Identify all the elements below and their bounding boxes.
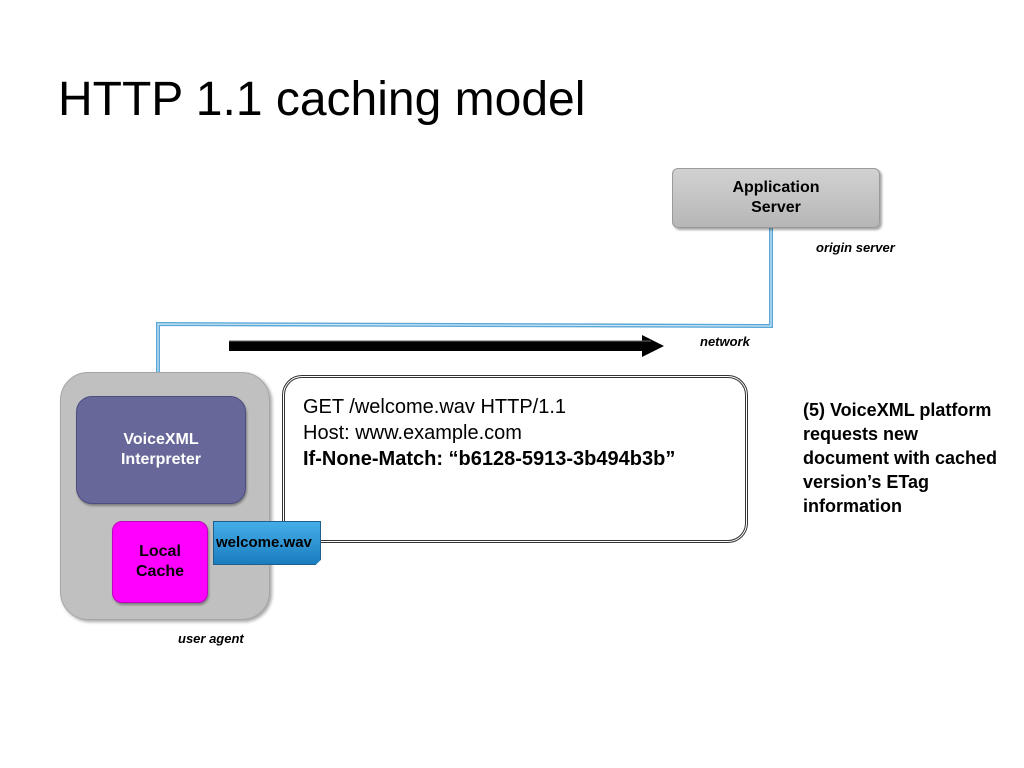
local-cache-box: Local Cache bbox=[112, 521, 208, 603]
origin-server-label: origin server bbox=[816, 240, 895, 255]
right-arrow-icon bbox=[229, 335, 664, 357]
if-none-match-header-line: If-None-Match: “b6128-5913-3b494b3b” bbox=[303, 448, 676, 470]
voicexml-interpreter-box: VoiceXML Interpreter bbox=[76, 396, 246, 504]
network-wire bbox=[156, 228, 773, 378]
http-request-box: GET /welcome.wav HTTP/1.1 Host: www.exam… bbox=[282, 375, 748, 543]
welcome-wav-file-tag: welcome.wav bbox=[213, 521, 321, 565]
network-label: network bbox=[700, 334, 750, 349]
host-header-line: Host: www.example.com bbox=[303, 422, 522, 444]
step-note: (5) VoiceXML platform requests new docum… bbox=[803, 400, 998, 516]
application-server-label: Application Server bbox=[732, 179, 820, 216]
user-agent-label: user agent bbox=[178, 631, 244, 646]
interpreter-label: VoiceXML Interpreter bbox=[120, 431, 202, 468]
slide-title: HTTP 1.1 caching model bbox=[58, 73, 586, 126]
request-line: GET /welcome.wav HTTP/1.1 bbox=[303, 396, 567, 418]
network-wire-highlight bbox=[157, 228, 772, 378]
application-server-box: Application Server bbox=[672, 168, 880, 228]
local-cache-label: Local Cache bbox=[135, 543, 185, 580]
